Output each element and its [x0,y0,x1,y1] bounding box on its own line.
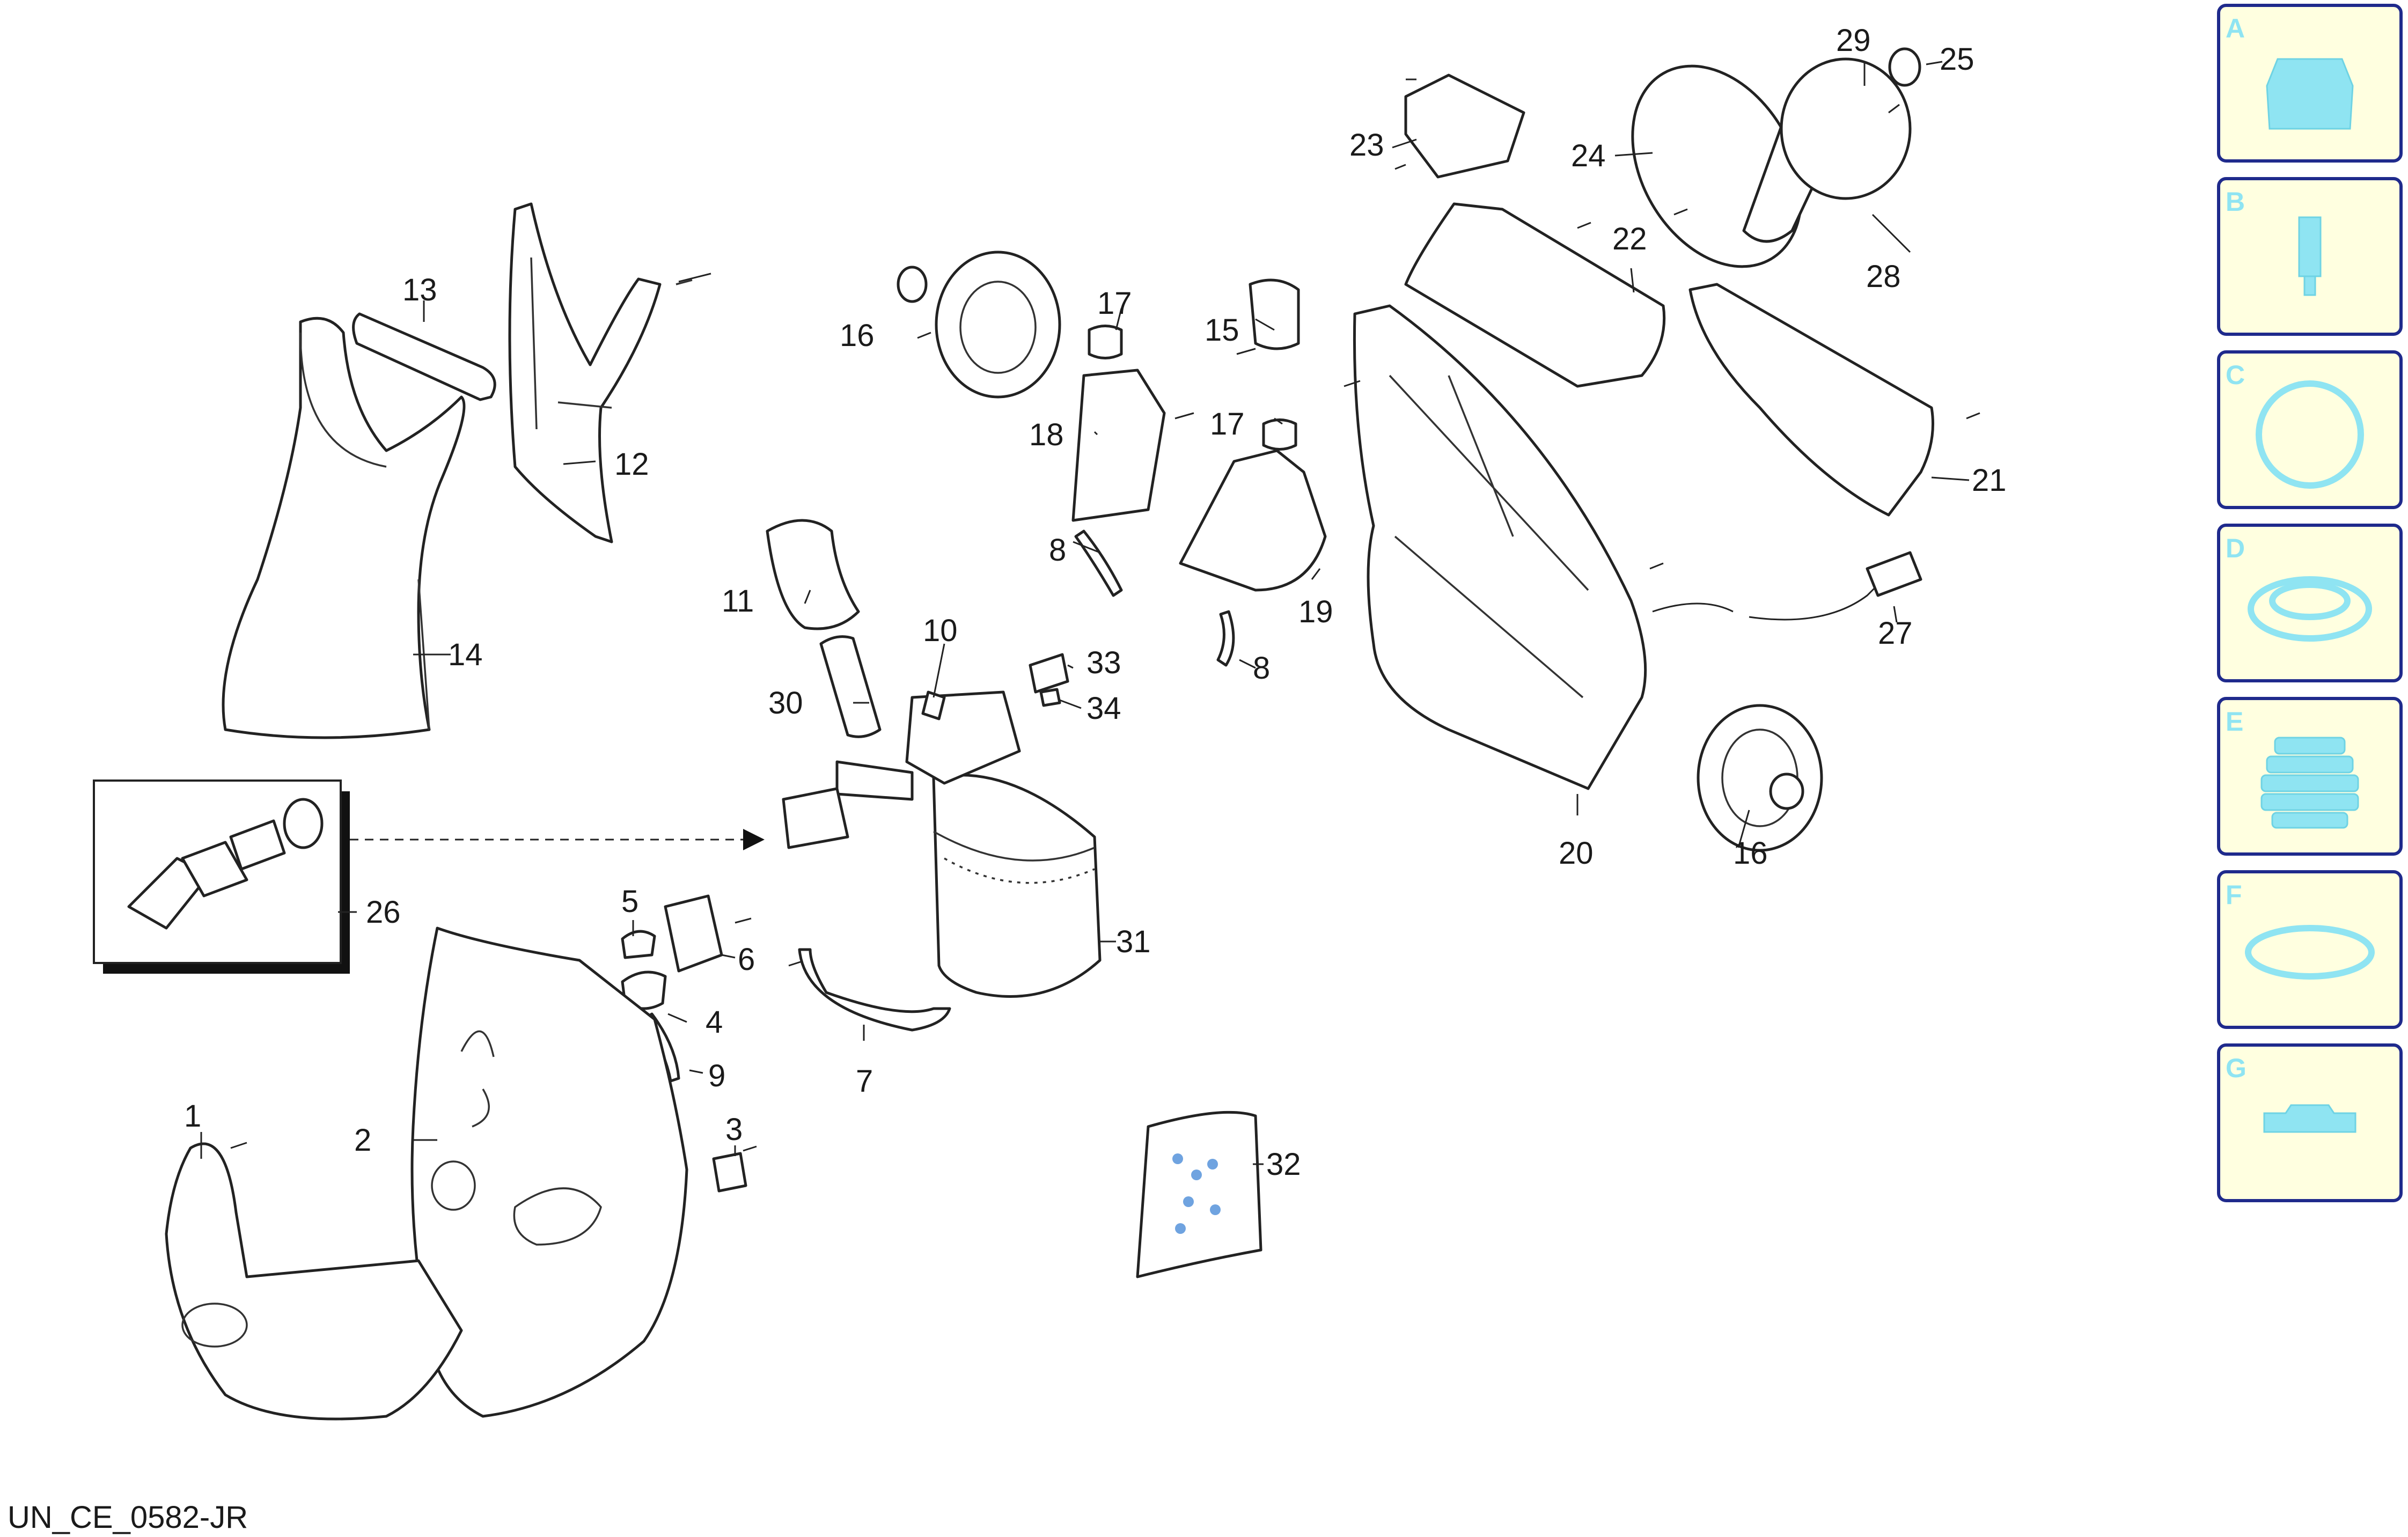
part-30-filter-sleeve [819,635,882,738]
legend-item-d: D [2217,524,2403,682]
flange-ring-icon [2256,380,2364,489]
callout-29: 29 [1836,23,1871,58]
legend-item-g: G [2217,1043,2403,1202]
part-22-top-cover [1404,202,1666,388]
part-33-34-fittings [1029,653,1069,707]
callout-20: 20 [1559,836,1594,871]
part-21-rear-cover [1688,283,1934,517]
callout-5: 5 [621,884,638,919]
callout-8a: 8 [1049,533,1066,568]
part-23-bracket [1404,73,1525,179]
callout-13: 13 [402,273,437,307]
callout-33: 33 [1086,645,1121,680]
part-15-bracket [1249,278,1300,350]
callout-27: 27 [1878,616,1913,651]
part-24-reel [1631,47,1921,268]
legend-letter-g: G [2226,1053,2247,1083]
part-2-front-housing [410,926,688,1418]
callout-32: 32 [1266,1147,1301,1182]
plate-icon [2263,1104,2356,1133]
callout-34: 34 [1086,691,1121,726]
legend-item-c: C [2217,350,2403,509]
part-10-pump-head [782,690,1021,849]
bellows-icon [2260,737,2359,829]
leader-lines [200,61,1970,1165]
part-8-tube-lower [1216,610,1235,667]
gasket-icon [2248,576,2372,642]
part-17-cap-lower [1262,418,1297,451]
part-8-tube-upper [1074,530,1123,597]
legend-panel: A B C D E [2217,4,2403,1202]
legend-letter-a: A [2226,13,2245,43]
callout-30: 30 [768,686,803,720]
callout-3: 3 [725,1112,743,1147]
part-19-tank [1179,449,1327,592]
callout-19: 19 [1298,594,1333,629]
callout-12: 12 [614,447,649,482]
callout-18: 18 [1029,417,1064,452]
callout-labels: 1 2 3 4 5 6 7 8 8 9 10 11 12 13 14 15 16… [184,23,2007,1182]
part-5-knob [621,930,656,959]
part-16-wheel-left [897,251,1061,399]
part-7-clamp [798,948,951,1032]
nozzle-icon [2266,58,2354,130]
callout-14: 14 [448,637,483,672]
callout-6: 6 [738,942,755,977]
legend-letter-f: F [2226,880,2242,910]
callout-31: 31 [1116,924,1151,959]
callout-9: 9 [708,1058,725,1093]
legend-item-a: A [2217,4,2403,163]
legend-item-f: F [2217,870,2403,1029]
callout-10: 10 [923,613,958,648]
part-12-frame [508,202,693,543]
part-17-cap-upper [1088,325,1123,359]
part-13-handle [352,312,496,401]
part-14-hose-holder [222,317,466,739]
part-3-clip [712,1152,747,1193]
callout-25: 25 [1940,42,1974,77]
callout-15: 15 [1205,313,1239,348]
screws [230,78,1980,1152]
legend-letter-c: C [2226,360,2245,390]
callout-11: 11 [722,584,754,619]
legend-letter-b: B [2226,187,2245,217]
part-1-side-panel [165,1142,463,1421]
callout-2: 2 [354,1123,371,1158]
part-32-screw-kit [1136,1111,1262,1278]
callout-17b: 17 [1210,407,1245,442]
callout-22: 22 [1612,222,1647,256]
callout-16a: 16 [840,318,875,353]
part-11-cover [766,519,860,630]
callout-17a: 17 [1097,286,1132,321]
part-26-inset [93,779,765,974]
callout-1: 1 [184,1099,201,1134]
part-31-motor [932,774,1102,998]
legend-letter-e: E [2226,707,2243,737]
part-6-switch [664,894,723,973]
legend-item-e: E [2217,697,2403,856]
document-id: UN_CE_0582-JR [8,1500,248,1535]
legend-letter-d: D [2226,533,2245,563]
o-ring-icon [2245,925,2375,980]
legend-item-b: B [2217,177,2403,336]
part-18-tank [1071,369,1166,522]
callout-28: 28 [1866,259,1901,294]
callout-8b: 8 [1253,651,1270,686]
part-27-power-cord [1652,551,1922,621]
callout-4: 4 [706,1005,723,1040]
callout-26: 26 [366,895,401,930]
pin-icon [2298,216,2322,296]
part-20-chassis [1353,304,1823,852]
callout-24: 24 [1571,138,1606,173]
callout-23: 23 [1349,128,1384,163]
callout-16b: 16 [1733,836,1768,871]
callout-7: 7 [856,1064,873,1099]
callout-21: 21 [1972,463,2007,498]
